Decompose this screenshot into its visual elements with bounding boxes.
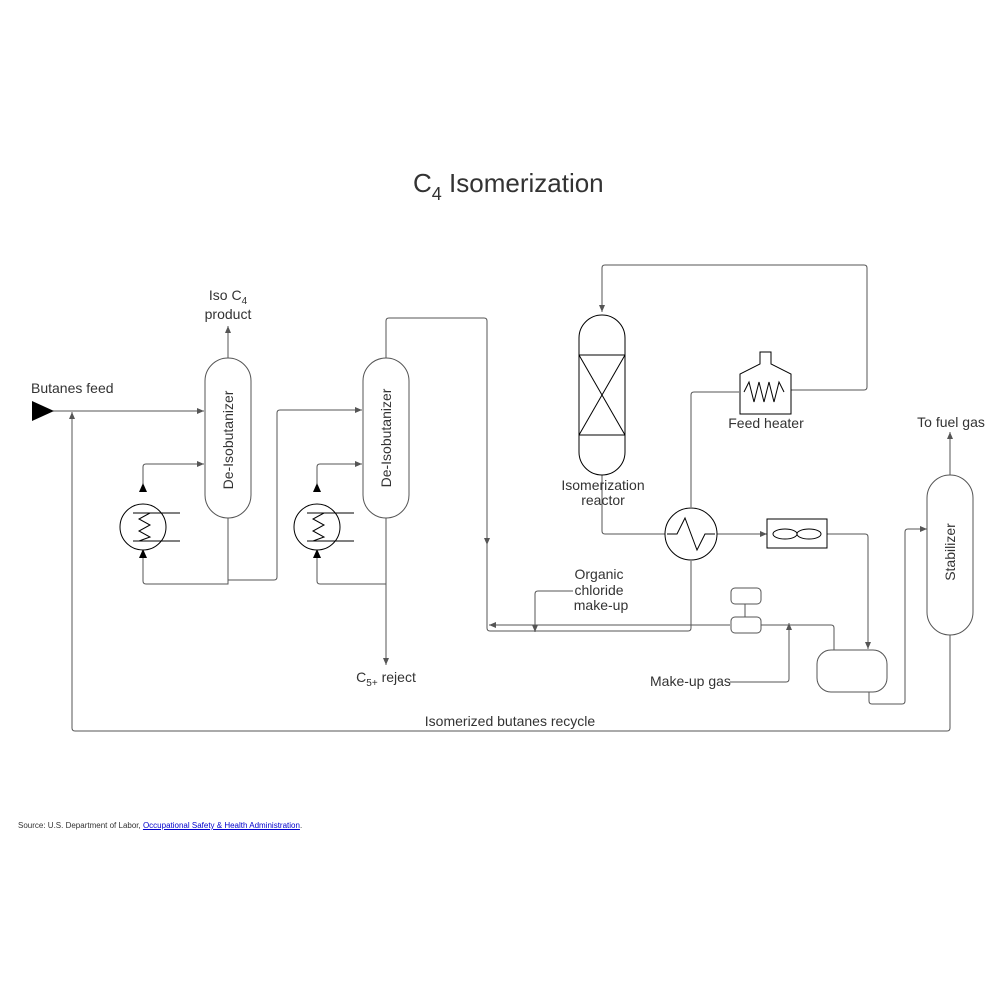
organic-chloride-label-2: chloride [574, 582, 623, 598]
de-isobutanizer-column-2[interactable] [362, 357, 410, 519]
reactor-to-exchanger-pipe [601, 475, 665, 535]
heater-to-reactor-pipe [599, 264, 868, 391]
source-note: Source: U.S. Department of Labor, Occupa… [18, 821, 302, 830]
reboiler-2[interactable] [293, 503, 354, 551]
feed-heater-label: Feed heater [728, 415, 804, 431]
separator-gas-pipe [761, 624, 835, 652]
reactor-label-line1: Isomerization [561, 477, 644, 493]
reboiler-1[interactable] [119, 503, 180, 551]
makeup-gas-label: Make-up gas [650, 673, 731, 689]
reboiler1-flow-arrow-top [139, 483, 147, 492]
reboiler1-flow-arrow-bottom [139, 549, 147, 558]
reboiler1-loop [142, 518, 229, 585]
reboiler2-flow-arrow-top [313, 483, 321, 492]
pipes [52, 264, 953, 732]
recycle-label: Isomerized butanes recycle [425, 713, 596, 729]
reboiler2-flow-arrow-bottom [313, 549, 321, 558]
butanes-feed-label: Butanes feed [31, 380, 114, 396]
recycle-pipe [69, 412, 951, 732]
col2-overhead-pipe [385, 317, 490, 545]
exchanger-to-heater-pipe [690, 391, 739, 507]
organic-chloride-pipe [532, 590, 573, 632]
heat-exchanger[interactable] [664, 507, 718, 561]
de-isobutanizer-column-1[interactable] [204, 357, 252, 519]
cooler-to-separator-pipe [827, 533, 871, 649]
diagram-title: C4 Isomerization [413, 168, 604, 204]
col2-overhead-lower [486, 540, 692, 632]
air-cooler[interactable] [766, 518, 828, 549]
organic-chloride-label-1: Organic [574, 566, 623, 582]
separator-to-stabilizer-pipe [868, 526, 927, 705]
column-1-label: De-Isobutanizer [220, 390, 236, 489]
isomerization-reactor[interactable] [578, 314, 626, 476]
reactor-label-line2: reactor [581, 492, 625, 508]
reboiler2-return [316, 461, 362, 490]
feed-heater[interactable] [739, 351, 792, 415]
col1-to-col2-pipe [228, 407, 362, 581]
c5-reject-label: C5+ reject [356, 669, 416, 689]
to-fuel-gas-label: To fuel gas [917, 414, 985, 430]
separator-drum[interactable] [816, 649, 888, 693]
makeup-gas-pipe [730, 623, 792, 683]
source-prefix: Source: U.S. Department of Labor, [18, 821, 143, 830]
iso-c4-label: Iso C4 [209, 287, 248, 307]
reboiler1-return [142, 461, 204, 490]
reboiler2-loop [316, 518, 387, 585]
column-2-label: De-Isobutanizer [378, 388, 394, 487]
source-suffix: . [299, 821, 303, 830]
feed-inlet-marker [32, 401, 54, 421]
iso-c4-product-label: product [205, 306, 252, 322]
stabilizer-column[interactable] [926, 474, 974, 636]
compressor[interactable] [730, 587, 762, 634]
stabilizer-label: Stabilizer [942, 523, 958, 581]
organic-chloride-label-3: make-up [574, 597, 629, 613]
osha-link[interactable]: Occupational Safety & Health Administrat… [142, 821, 300, 830]
